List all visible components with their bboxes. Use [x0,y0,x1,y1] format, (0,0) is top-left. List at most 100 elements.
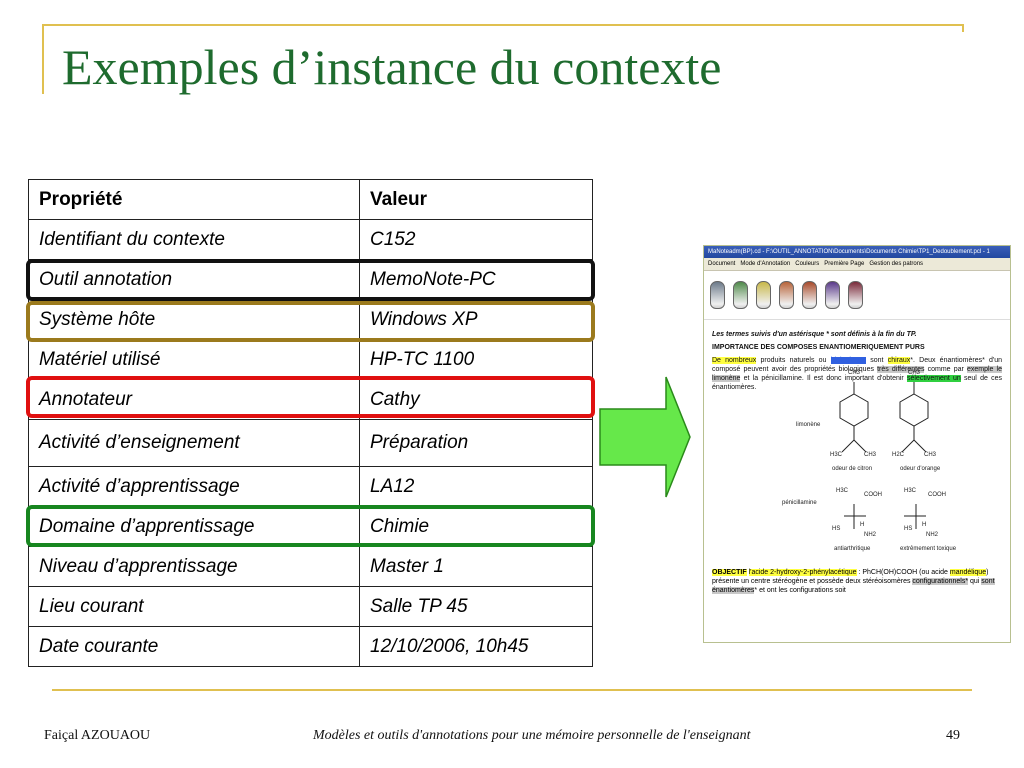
property-cell: Matériel utilisé [28,339,360,380]
document-paragraph: De nombreux produits naturels ou biologi… [712,356,1002,392]
molecule-label: HS [832,526,841,532]
highlight-box-learning-domain [26,505,595,547]
molecule-label: NH2 [926,532,939,538]
column-header-value: Valeur [359,179,593,220]
screenshot-document: Les termes suivis d'un astérisque * sont… [704,320,1010,398]
molecule-label: limonène [796,422,821,428]
highlighted-text: sélectivement un [906,375,961,382]
molecule-label: pénicillamine [782,500,817,506]
highlighted-text: configurationnels* [912,578,969,585]
menu-item-first-page: Première Page [824,261,865,267]
molecule-label: odeur de citron [832,466,873,472]
value-cell: Chimie [359,506,593,547]
value-cell: Master 1 [359,546,593,587]
property-cell: Annotateur [28,379,360,420]
molecule-label: H [860,522,865,528]
paragraph-text: et la pénicillamine. Il est donc importa… [740,375,907,382]
value-cell: C152 [359,219,593,260]
molecule-label: H3C [904,488,917,494]
slide-frame-top-tick [962,24,964,32]
molecule-label: H3C [836,488,849,494]
molecule-label: CH3 [908,370,921,376]
slide-frame-top-rule [42,24,964,26]
molecule-label: H [922,522,927,528]
value-cell: Salle TP 45 [359,586,593,627]
pen-icon [756,281,771,309]
paragraph-text: qui [968,578,982,585]
molecule-label: COOH [928,492,946,498]
value-cell: HP-TC 1100 [359,339,593,380]
paragraph-text: produits naturels ou [756,357,831,364]
molecule-label: H3C [830,452,843,458]
value-cell: 12/10/2006, 10h45 [359,626,593,667]
highlight-box-annotation-tool [26,259,595,301]
molecule-label: HS [904,526,913,532]
molecule-label: CH3 [864,452,877,458]
document-note: Les termes suivis d'un astérisque * sont… [712,331,917,338]
right-arrow-icon [599,376,691,498]
screenshot-titlebar: MaNoteadm(BP).cd - F:\OUTIL_ANNOTATION\D… [704,246,1010,258]
molecule-label: odeur d'orange [900,466,941,472]
footer-author: Faiçal AZOUAOU [44,728,151,743]
document-objective: OBJECTIF l'acide 2-hydroxy-2-phénylacéti… [712,568,1004,595]
property-cell: Outil annotation [28,259,360,300]
paragraph-text: *. Deux énantiomères* d'un composé peuve… [712,357,1003,373]
molecule-label: H2C [892,452,905,458]
highlight-box-host-system [26,301,595,342]
property-cell: Domaine d’apprentissage [28,506,360,547]
context-table: Propriété Valeur Identifiant du contexte… [28,179,593,667]
slide-frame-left-rule [42,24,44,94]
slide-title: Exemples d’instance du contexte [62,39,722,95]
molecule-figure: CH3 CH3 limonène H3C CH3 H2C CH3 odeur d… [704,364,1010,554]
molecule-label: antiarthritique [834,546,871,552]
molecule-label: extrêmement toxique [900,546,957,552]
page-number: 49 [946,728,960,743]
pen-icon [710,281,725,309]
screenshot-menubar: Document Mode d'Annotation Couleurs Prem… [704,258,1010,271]
footer-caption: Modèles et outils d'annotations pour une… [313,728,751,743]
pen-icon [733,281,748,309]
highlighted-text: très différentes [877,366,925,373]
paragraph-text: * et ont les configurations soit [754,587,846,594]
pen-icon [848,281,863,309]
column-header-property: Propriété [28,179,360,220]
property-cell: Date courante [28,626,360,667]
property-cell: Niveau d’apprentissage [28,546,360,587]
paragraph-text: sont [866,357,888,364]
property-cell: Activité d’enseignement [28,419,360,467]
value-cell: MemoNote-PC [359,259,593,300]
highlighted-text: biologiques [830,357,867,364]
menu-item-patterns: Gestion des patrons [869,261,924,267]
molecule-label: CH3 [848,370,861,376]
document-heading: IMPORTANCE DES COMPOSES ENANTIOMERIQUEME… [712,344,925,351]
highlighted-text: l'acide 2-hydroxy-2-phénylacétique [748,569,857,576]
paragraph-text: comme par [924,366,967,373]
value-cell: Préparation [359,419,593,467]
highlight-box-annotator [26,376,595,418]
molecule-label: CH3 [924,452,937,458]
pen-icon [779,281,794,309]
objective-label: OBJECTIF [712,569,747,576]
pen-toolbar [704,271,1010,320]
menu-item-colors: Couleurs [795,261,820,267]
menu-item-annotation-mode: Mode d'Annotation [740,261,791,267]
property-cell: Identifiant du contexte [28,219,360,260]
paragraph-text: seul de ces énantiomères. [712,375,1002,391]
paragraph-text: ) présente un centre stéréogène et possè… [712,569,989,585]
value-cell: LA12 [359,466,593,507]
table-header-row: Propriété Valeur [28,179,593,220]
pen-icon [802,281,817,309]
molecule-drawings [839,382,929,529]
paragraph-text: : PhCH(OH)COOH (ou acide [856,569,950,576]
molecule-label: COOH [864,492,882,498]
annotation-tool-screenshot: MaNoteadm(BP).cd - F:\OUTIL_ANNOTATION\D… [703,245,1011,643]
